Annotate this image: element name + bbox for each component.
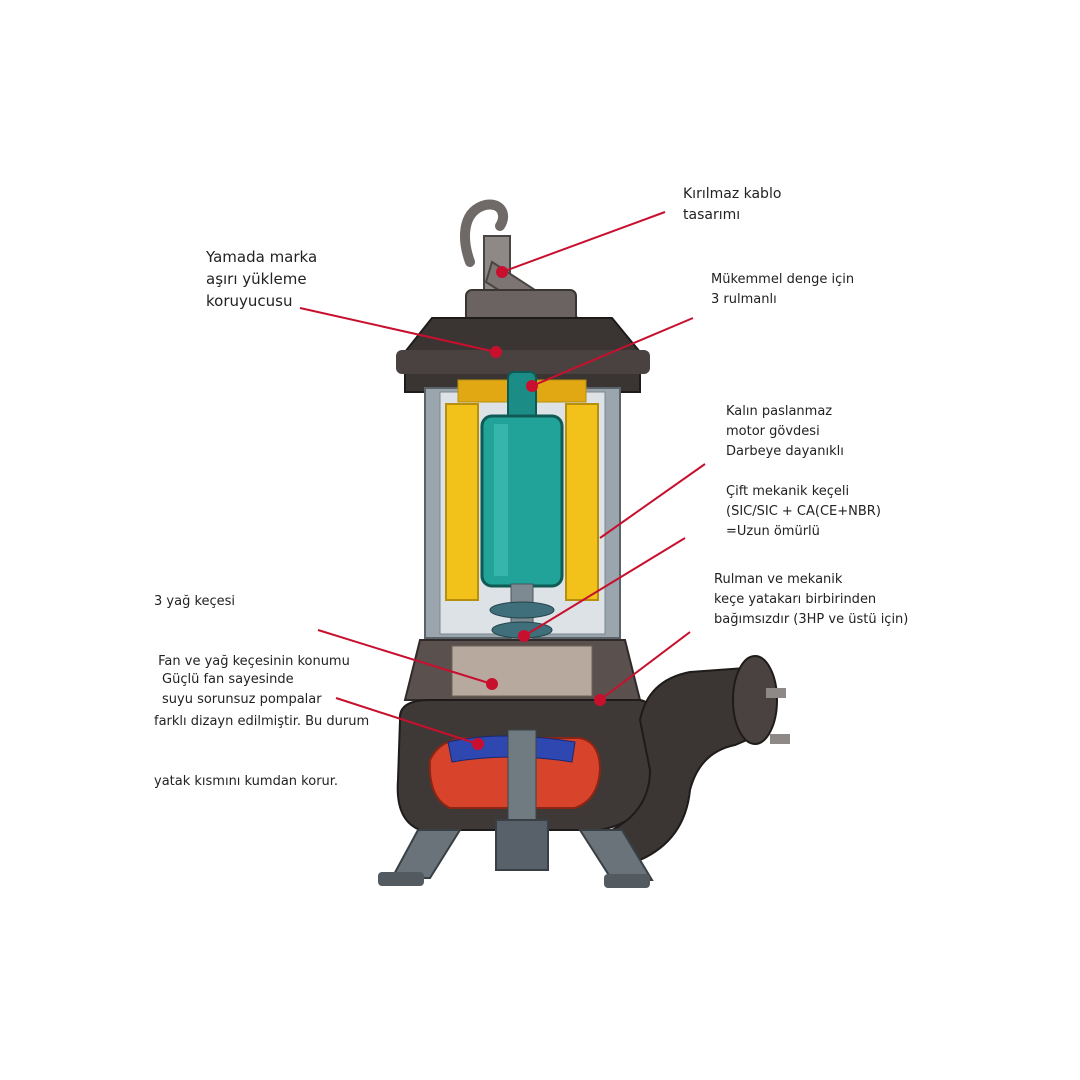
callout-cable-line-2: tasarımı bbox=[683, 207, 741, 223]
leader-lines bbox=[299, 211, 706, 745]
stand-leg-left bbox=[390, 829, 462, 879]
callout-fan-line-1: Güçlü fan sayesinde bbox=[162, 672, 294, 687]
dot-cable bbox=[496, 266, 508, 278]
leader-bearing3 bbox=[531, 317, 694, 387]
callout-bearing-housing-line-3: bağımsızdır (3HP ve üstü için) bbox=[714, 612, 909, 627]
callout-motor-body-line-3: Darbeye dayanıklı bbox=[726, 444, 844, 459]
leader-oil-seal bbox=[317, 629, 493, 685]
callout-fan: Güçlü fan sayesinde suyu sorunsuz pompal… bbox=[162, 670, 322, 710]
seal-ring-1 bbox=[489, 601, 555, 619]
leader-mech-seal bbox=[523, 537, 686, 637]
callout-protector-line-1: Yamada marka bbox=[206, 248, 318, 266]
callout-bearing-housing-line-1: Rulman ve mekanik bbox=[714, 572, 843, 587]
cable-hook bbox=[460, 199, 509, 267]
callout-protector-line-2: aşırı yükleme bbox=[206, 270, 307, 288]
leader-fan bbox=[335, 697, 479, 745]
callout-mech-seal-line-3: =Uzun ömürlü bbox=[726, 524, 820, 539]
callout-motor-body-line-2: motor gövdesi bbox=[726, 424, 820, 439]
dot-bearing3 bbox=[526, 380, 538, 392]
leader-protector bbox=[299, 307, 497, 353]
marker-dots bbox=[472, 266, 606, 750]
stand-foot-right bbox=[604, 874, 650, 888]
callout-cable: Kırılmaz kablo tasarımı bbox=[683, 184, 781, 226]
callout-bearing3-line-2: 3 rulmanlı bbox=[711, 292, 777, 307]
rotor-highlight bbox=[494, 424, 508, 576]
callout-oil-seal: 3 yağ keçesi Fan ve yağ keçesinin konumu… bbox=[154, 552, 369, 832]
stand-foot-left bbox=[378, 872, 424, 886]
callout-motor-body-line-1: Kalın paslanmaz bbox=[726, 404, 833, 419]
leader-bearing-housing bbox=[599, 631, 691, 701]
callout-protector-line-3: koruyucusu bbox=[206, 292, 293, 310]
callout-mech-seal: Çift mekanik keçeli (SIC/SIC + CA(CE+NBR… bbox=[726, 482, 881, 542]
flange-bolt-top bbox=[766, 688, 786, 698]
impeller-hub bbox=[507, 729, 537, 823]
callout-mech-seal-line-2: (SIC/SIC + CA(CE+NBR) bbox=[726, 504, 881, 519]
discharge-elbow bbox=[610, 666, 772, 862]
seal-chamber bbox=[451, 645, 593, 697]
callout-bearing3: Mükemmel denge için 3 rulmanlı bbox=[711, 270, 854, 310]
callout-bearing-housing: Rulman ve mekanik keçe yatakarı birbirin… bbox=[714, 570, 908, 630]
leader-cable bbox=[501, 211, 666, 273]
callout-motor-body: Kalın paslanmaz motor gövdesi Darbeye da… bbox=[726, 402, 844, 462]
callout-oil-seal-line-4: yatak kısmını kumdan korur. bbox=[154, 774, 339, 789]
callout-bearing3-line-1: Mükemmel denge için bbox=[711, 272, 855, 287]
callout-cable-line-1: Kırılmaz kablo bbox=[683, 186, 782, 202]
dot-bearing-housing bbox=[594, 694, 606, 706]
callout-bearing-housing-line-2: keçe yatakarı birbirinden bbox=[714, 592, 877, 607]
discharge-flange bbox=[732, 655, 778, 745]
stator-winding-left bbox=[445, 403, 479, 601]
leader-motor-body bbox=[599, 463, 706, 539]
stand-leg-right bbox=[578, 829, 654, 881]
top-flange bbox=[396, 350, 650, 374]
flange-bolt-bottom bbox=[770, 734, 790, 744]
callout-mech-seal-line-1: Çift mekanik keçeli bbox=[726, 484, 850, 499]
dot-fan bbox=[472, 738, 484, 750]
callout-oil-seal-line-3: farklı dizayn edilmiştir. Bu durum bbox=[154, 714, 370, 729]
callout-oil-seal-line-2: Fan ve yağ keçesinin konumu bbox=[154, 654, 350, 669]
callout-fan-line-2: suyu sorunsuz pompalar bbox=[162, 692, 322, 707]
suction-center bbox=[495, 819, 549, 871]
dot-mech-seal bbox=[518, 630, 530, 642]
dot-protector bbox=[490, 346, 502, 358]
dot-oil-seal bbox=[486, 678, 498, 690]
stator-winding-right bbox=[565, 403, 599, 601]
callout-protector: Yamada marka aşırı yükleme koruyucusu bbox=[206, 246, 317, 312]
callout-oil-seal-line-1: 3 yağ keçesi bbox=[154, 594, 236, 609]
